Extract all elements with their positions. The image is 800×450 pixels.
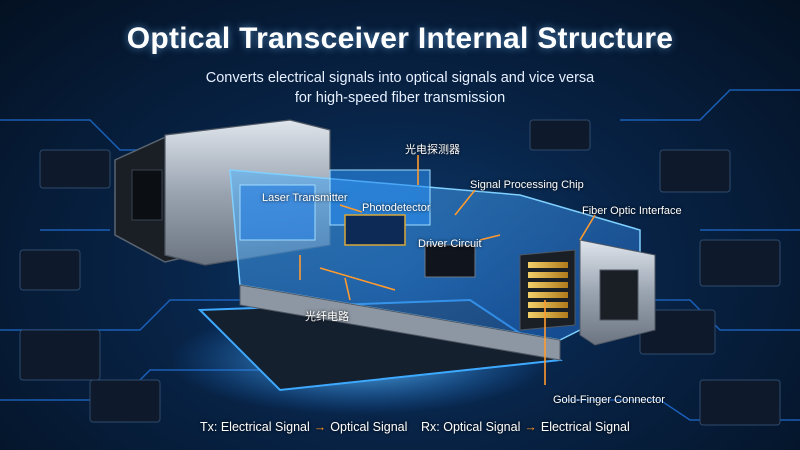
photodetector-sensor [344,214,406,246]
signal-arrows [299,155,596,385]
optical-port-opening [131,169,163,221]
arrow-right-icon: → [524,420,537,434]
background-chips [19,119,781,426]
footer-tx: Tx: Electrical Signal→Optical Signal [200,420,407,434]
footer-rx: Rx: Optical Signal→Electrical Signal [421,420,630,434]
label-photodetector-cn: 光电探测器 [405,144,460,156]
footer-tx-to: Optical Signal [330,420,408,434]
fiber-optic-socket [599,269,639,321]
laser-transmitter-block [239,184,316,241]
label-photodetector: Photodetector [362,202,431,214]
page-title: Optical Transceiver Internal Structure [126,22,674,55]
subtitle-line-1: Converts electrical signals into optical… [205,70,595,86]
label-signal-processing-chip: Signal Processing Chip [470,179,584,191]
driver-circuit-chip [424,244,476,278]
page-subtitle: Converts electrical signals into optical… [0,68,800,108]
label-driver-circuit: Driver Circuit [418,238,482,250]
footer-tx-from: Tx: Electrical Signal [200,420,310,434]
subtitle-line-2: for high-speed fiber transmission [294,90,506,106]
gold-fingers [528,262,568,318]
connector-body [519,249,576,331]
lower-rail [239,284,561,361]
arrow-right-icon: → [313,420,327,434]
label-laser-transmitter: Laser Transmitter [262,192,348,204]
footer-rx-to: Electrical Signal [540,420,630,434]
label-gold-finger-connector: Gold-Finger Connector [553,394,665,406]
label-fiber-optic-interface: Fiber Optic Interface [582,205,682,217]
footer-rx-from: Rx: Optical Signal [421,420,521,434]
label-optical-circuit-cn: 光纤电路 [305,311,349,323]
